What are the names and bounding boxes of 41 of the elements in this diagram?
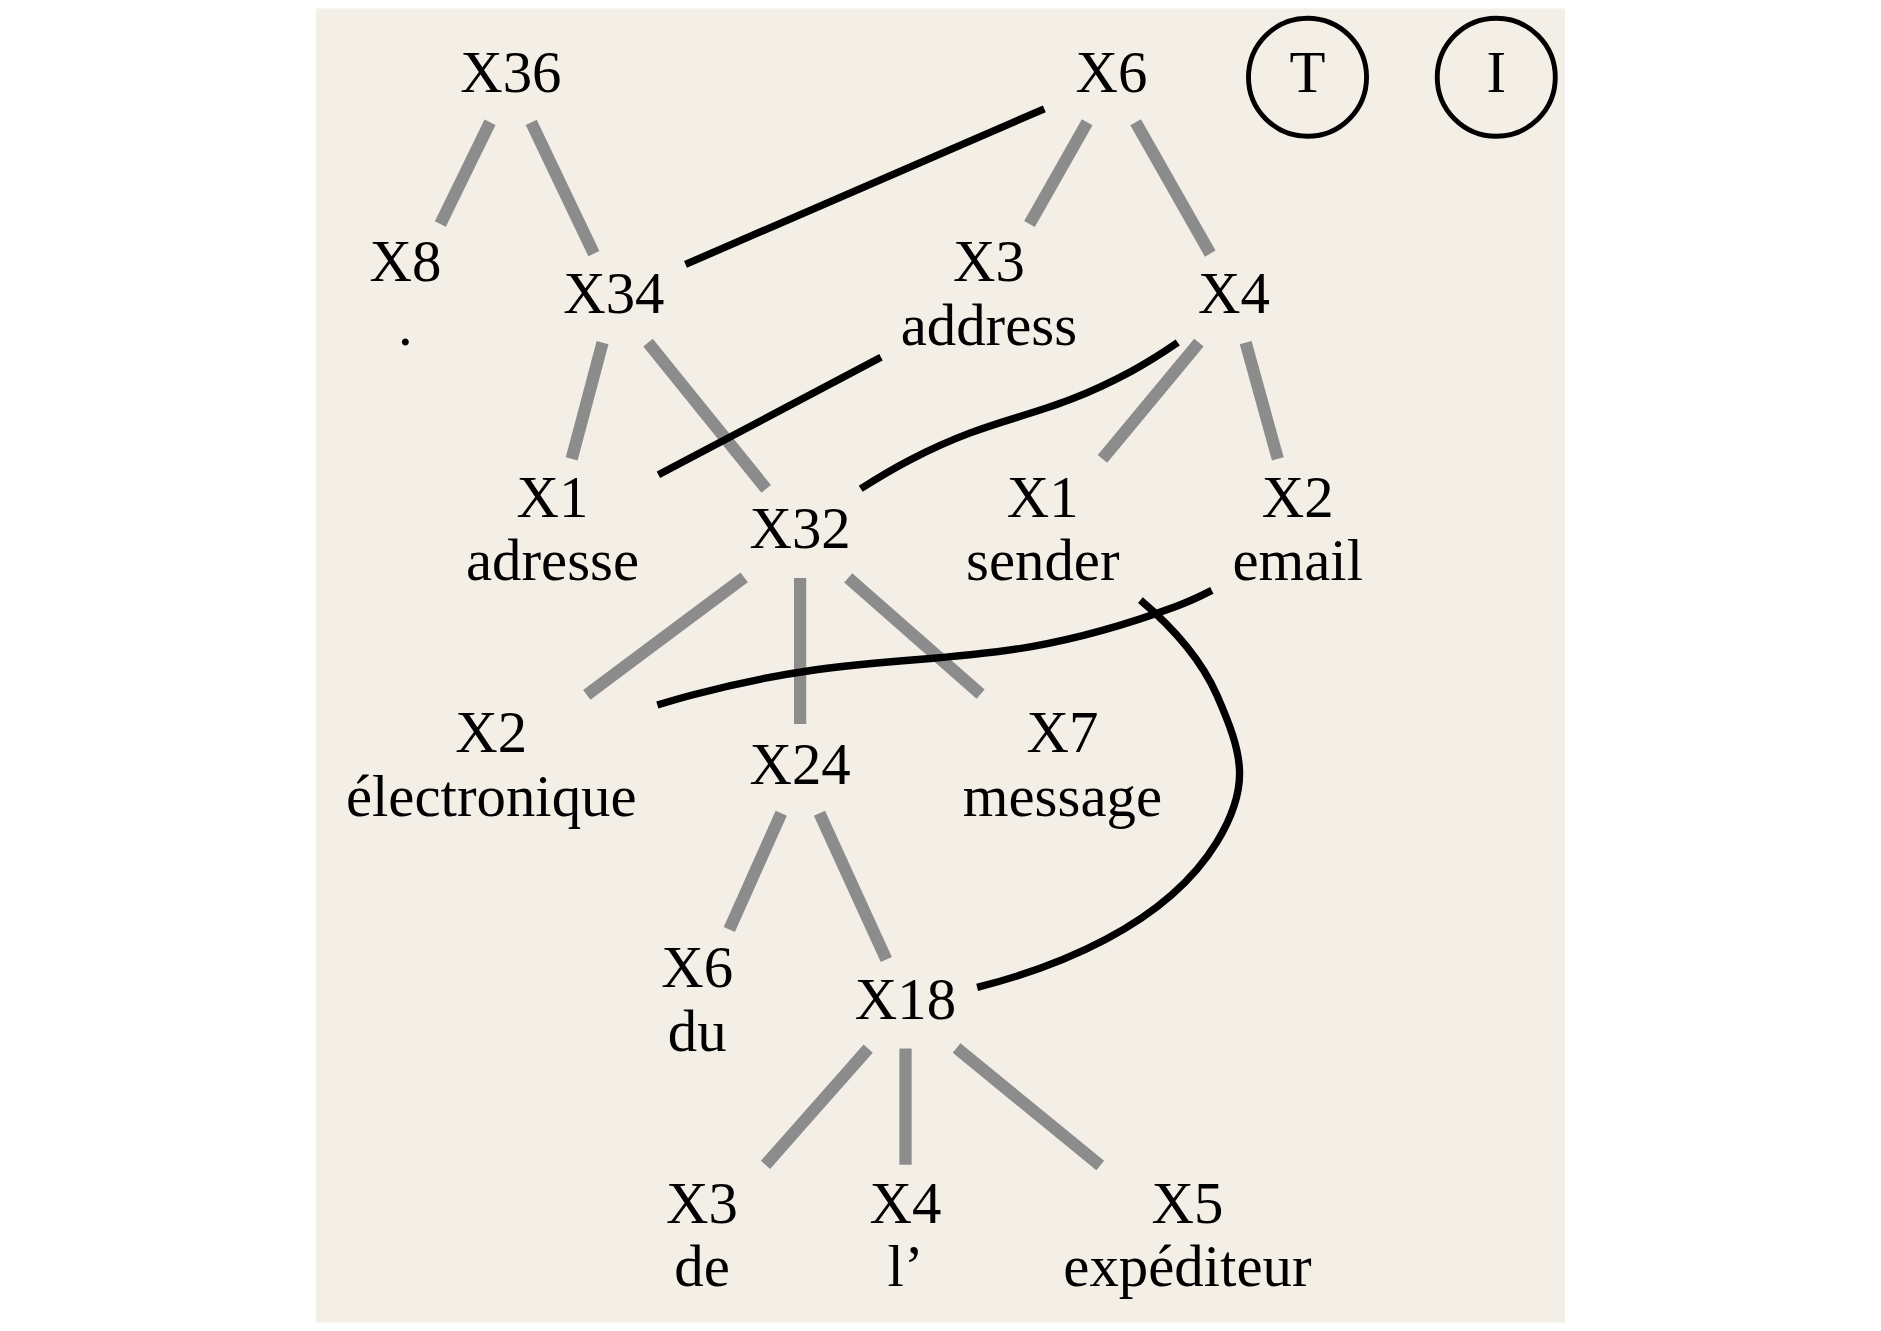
connector	[656, 354, 883, 479]
connector	[1097, 338, 1204, 463]
connector	[643, 338, 771, 493]
node-text: X2 email	[1232, 464, 1364, 594]
node-text: X2 électronique	[345, 699, 637, 829]
node-text: X3 address	[900, 229, 1078, 358]
node-text: X32	[749, 496, 851, 562]
connector	[976, 597, 1244, 991]
node-text: X34	[563, 261, 665, 327]
connector	[1130, 119, 1216, 257]
node-circle: T	[1246, 15, 1369, 139]
node-text: X1 sender	[966, 464, 1120, 594]
node-text: X3 de	[666, 1170, 739, 1300]
connector	[813, 810, 892, 962]
connector	[434, 119, 496, 227]
node-text: X5 expéditeur	[1063, 1170, 1312, 1300]
node-text: X4 l’	[869, 1170, 942, 1300]
connector	[760, 1044, 873, 1169]
connector	[583, 572, 748, 700]
node-circle: I	[1434, 15, 1558, 139]
node-text: X8 .	[369, 229, 442, 358]
connector	[858, 339, 1180, 492]
connector	[684, 105, 1046, 268]
connector	[1239, 341, 1284, 461]
connector	[656, 587, 1214, 709]
node-text: X36	[460, 40, 562, 106]
connector	[723, 810, 787, 933]
connector	[952, 1043, 1105, 1171]
connector	[844, 573, 985, 699]
node-text: X24	[749, 731, 851, 797]
node-text: X7 message	[962, 699, 1163, 829]
node-text: X18	[854, 967, 957, 1033]
node-text: X4	[1198, 261, 1270, 327]
connector	[565, 341, 609, 461]
node-text: X6 du	[661, 935, 734, 1064]
node-text: X6	[1075, 40, 1148, 106]
connector	[794, 577, 807, 725]
connector	[1024, 119, 1093, 228]
connector	[525, 119, 600, 257]
node-text: X1 adresse	[466, 464, 640, 594]
connector	[899, 1048, 912, 1165]
